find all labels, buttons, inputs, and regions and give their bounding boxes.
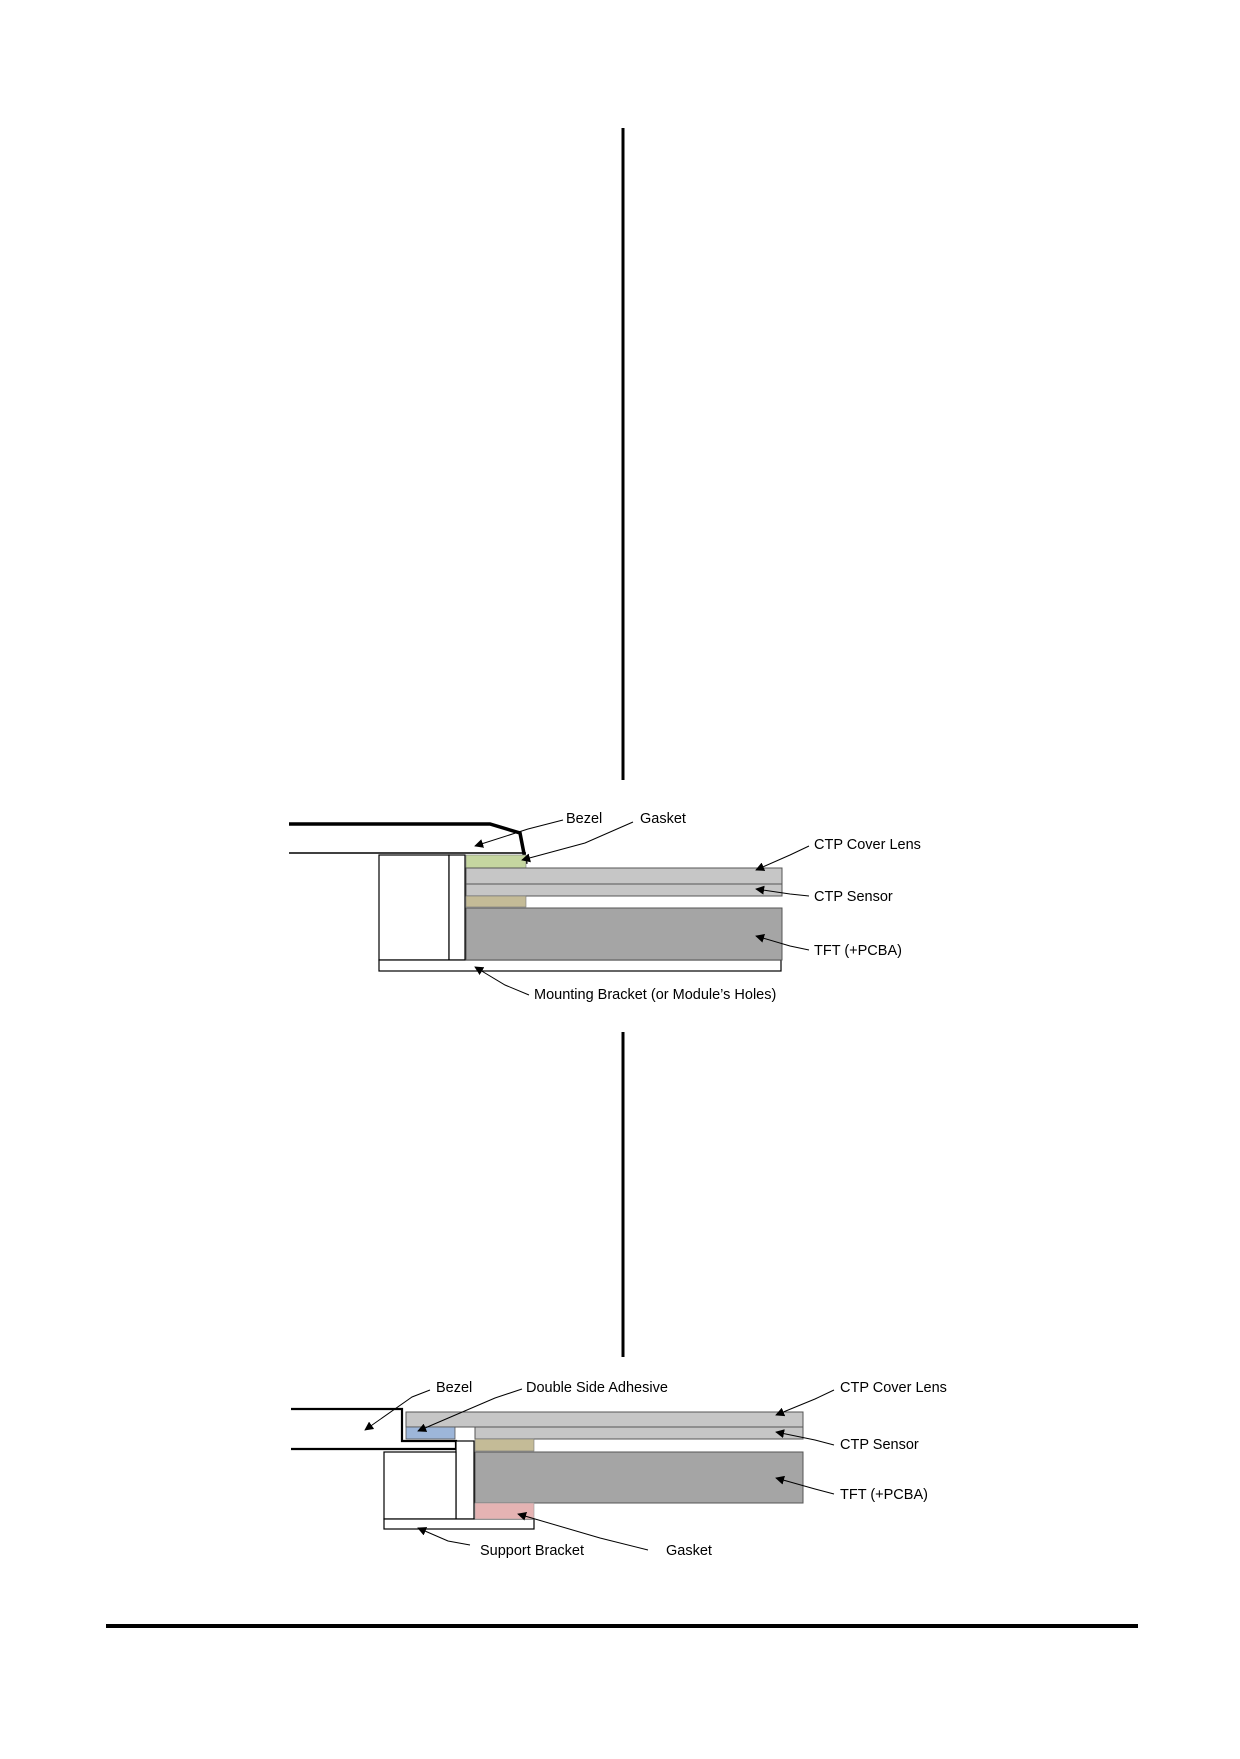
gasket-leader [521, 821, 634, 863]
label-ctp-sensor: CTP Sensor [840, 1437, 919, 1453]
label-bezel: Bezel [566, 811, 602, 827]
label-tft: TFT (+PCBA) [814, 943, 902, 959]
bracket-wall [455, 1440, 475, 1520]
gasket-leader [517, 1511, 649, 1551]
gasket-layer [465, 854, 527, 869]
bezel-leader [474, 819, 564, 848]
ctp-cover-lens [405, 1411, 804, 1428]
support-bracket [383, 1518, 535, 1530]
label-gasket: Gasket [666, 1543, 712, 1559]
tft-panel [474, 1451, 804, 1504]
diagram-mounting-bracket: Bezel Gasket CTP Cover Lens CTP Sensor T… [289, 811, 921, 1003]
bracket-wall [448, 854, 466, 961]
ctp-sensor [474, 1426, 804, 1440]
spacer-layer [474, 1438, 535, 1452]
bezel-shape [291, 1407, 458, 1451]
diagram-support-bracket: Bezel Double Side Adhesive CTP Cover Len… [291, 1380, 947, 1559]
double-side-adhesive [405, 1426, 456, 1440]
sensor-leader [755, 885, 810, 897]
mounting-bracket [378, 959, 782, 972]
label-ctp-cover-lens: CTP Cover Lens [840, 1380, 947, 1396]
label-bezel: Bezel [436, 1380, 472, 1396]
label-mounting-bracket: Mounting Bracket (or Module’s Holes) [534, 987, 776, 1003]
ctp-sensor [465, 883, 783, 897]
bracket-block [378, 854, 450, 961]
cover-lens-leader [755, 845, 810, 871]
cover-lens-leader [775, 1389, 835, 1417]
label-ctp-sensor: CTP Sensor [814, 889, 893, 905]
label-gasket: Gasket [640, 811, 686, 827]
label-double-side-adhesive: Double Side Adhesive [526, 1380, 668, 1396]
label-support-bracket: Support Bracket [480, 1543, 584, 1559]
tft-panel [465, 907, 783, 961]
label-tft: TFT (+PCBA) [840, 1487, 928, 1503]
bezel-shape [289, 822, 528, 865]
spacer-layer [465, 895, 527, 908]
bracket-leader [474, 966, 530, 996]
adhesive-leader [417, 1388, 523, 1432]
ctp-cover-lens [465, 867, 783, 885]
bracket-block [383, 1451, 457, 1520]
bezel-leader [364, 1389, 431, 1431]
sensor-leader [775, 1429, 835, 1446]
bracket-leader [417, 1527, 471, 1546]
tft-leader [775, 1475, 835, 1495]
label-ctp-cover-lens: CTP Cover Lens [814, 837, 921, 853]
tft-leader [755, 933, 810, 951]
